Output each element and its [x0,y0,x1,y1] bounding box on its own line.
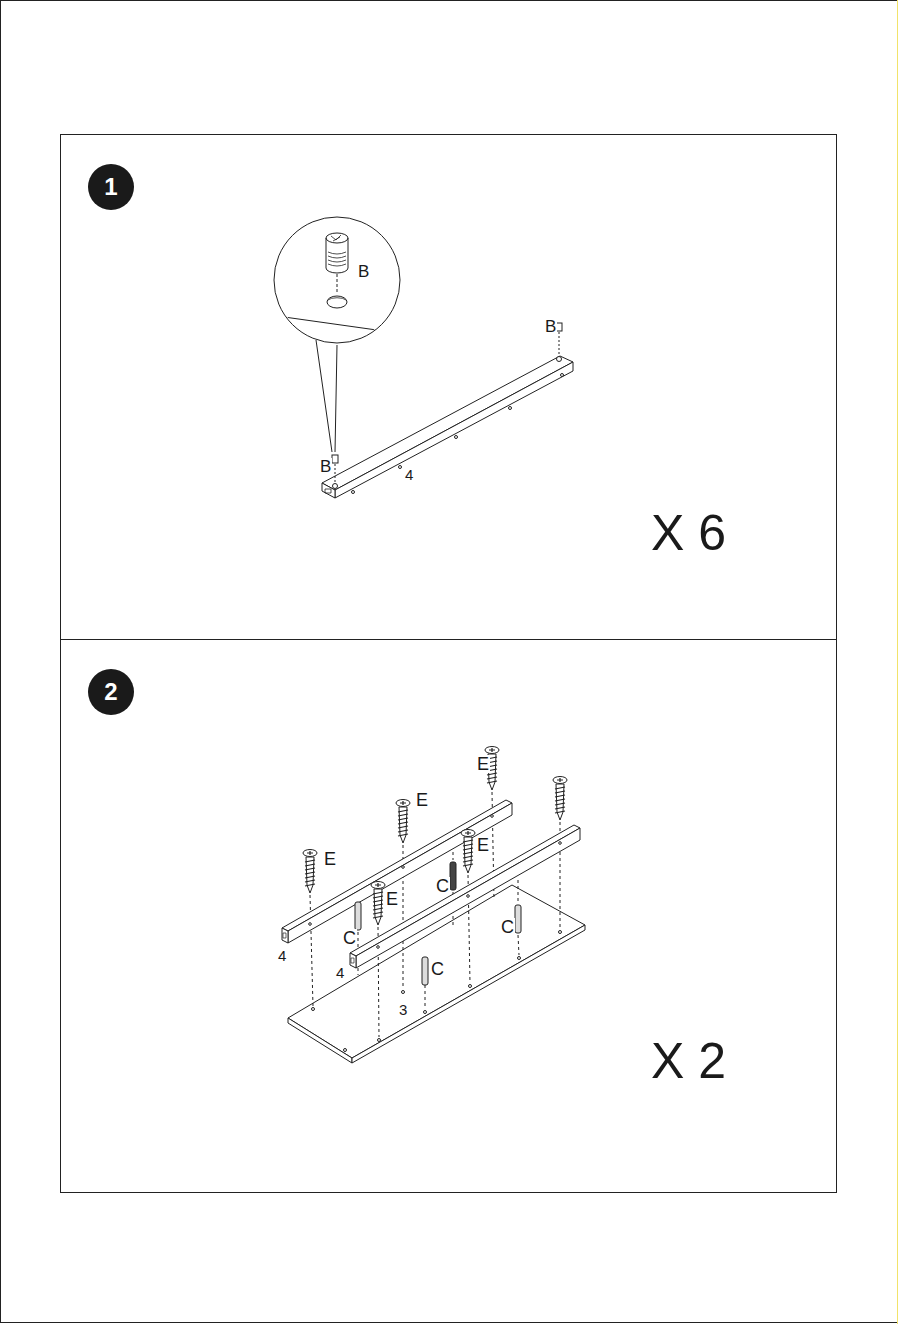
step-number: 2 [104,680,117,704]
screw-symbol [461,830,475,874]
step-number-disc: 2 [88,669,134,715]
part-letter: B [357,263,370,280]
part-letter: E [415,791,429,809]
part-number: 4 [404,467,414,482]
screw-symbol [303,850,317,894]
screw-symbol [396,800,410,844]
part-letter: E [476,755,490,773]
part-letter: C [430,960,445,978]
part-number: 4 [277,948,287,963]
screw-symbol [371,882,385,926]
part-letter: C [500,918,515,936]
quantity-label: X 2 [650,1036,727,1086]
part-letter: B [544,318,557,335]
part-letter: E [323,850,337,868]
part-letter: B [319,458,332,475]
part-number: 3 [398,1002,408,1017]
step-number-disc: 1 [88,164,134,210]
part-letter: C [435,877,450,895]
part-letter: E [476,836,490,854]
screw-symbol [553,777,567,821]
quantity-label: X 6 [650,508,727,558]
step-number: 1 [104,175,117,199]
part-number: 4 [335,965,345,980]
part-letter: E [385,890,399,908]
part-letter: C [342,929,357,947]
